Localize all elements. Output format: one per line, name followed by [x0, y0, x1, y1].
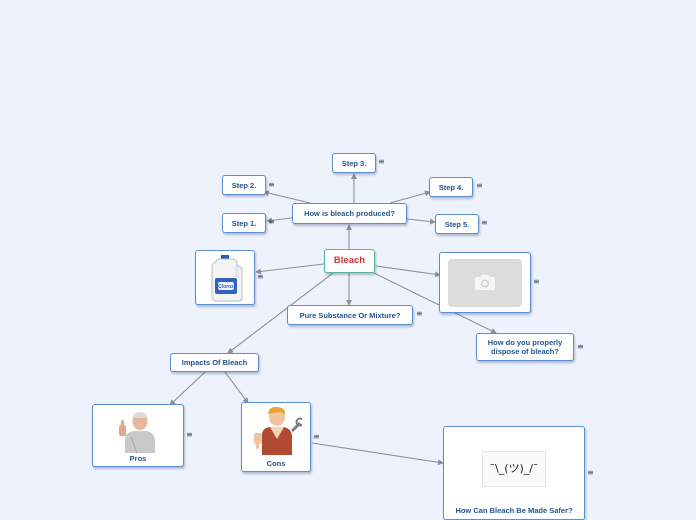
- thumbs-down-mechanic-image: [254, 406, 302, 455]
- note-icon[interactable]: ≡: [587, 468, 594, 477]
- note-icon[interactable]: ≡: [268, 180, 275, 189]
- link-root-bottle: [255, 263, 325, 275]
- topic-bleach-bottle-image[interactable]: Clorox: [195, 250, 255, 305]
- topic-cons[interactable]: Cons: [241, 402, 311, 472]
- topic-pros[interactable]: Pros: [92, 404, 184, 467]
- note-icon[interactable]: ≡: [313, 432, 320, 441]
- topic-pure-or-mixture[interactable]: Pure Substance Or Mixture?: [287, 305, 413, 325]
- note-icon[interactable]: ≡: [577, 342, 584, 351]
- topic-dispose-bleach[interactable]: How do you properly dispose of bleach?: [476, 333, 574, 361]
- note-icon[interactable]: ≡: [257, 272, 264, 281]
- pros-label: Pros: [129, 454, 147, 463]
- shrug-image: ¯\_(ツ)_/¯: [482, 451, 546, 487]
- link-produced-step1: [266, 217, 293, 224]
- note-icon[interactable]: ≡: [186, 430, 193, 439]
- note-icon[interactable]: ≡: [476, 181, 483, 190]
- note-icon[interactable]: ≡: [268, 217, 275, 226]
- note-icon[interactable]: ≡: [378, 157, 385, 166]
- link-root-photo: [375, 265, 441, 278]
- topic-image-placeholder[interactable]: [439, 252, 531, 313]
- topic-how-produced[interactable]: How is bleach produced?: [292, 203, 407, 224]
- note-icon[interactable]: ≡: [533, 277, 540, 286]
- svg-text:Clorox: Clorox: [218, 284, 234, 290]
- topic-impacts[interactable]: Impacts Of Bleach: [170, 353, 259, 372]
- cons-label: Cons: [266, 459, 286, 468]
- link-impacts-pros: [169, 371, 206, 406]
- thumbs-up-man-image: [119, 412, 155, 453]
- central-topic-bleach[interactable]: Bleach: [324, 249, 375, 273]
- topic-step-4[interactable]: Step 4.: [429, 177, 473, 197]
- link-root-impacts: [227, 272, 334, 354]
- link-produced-step2: [263, 190, 311, 204]
- link-root-dispose: [373, 272, 497, 334]
- image-placeholder: [448, 259, 522, 307]
- topic-step-5[interactable]: Step 5.: [435, 214, 479, 234]
- topic-step-2[interactable]: Step 2.: [222, 175, 266, 195]
- link-cons-safer: [311, 442, 444, 466]
- safer-label: How Can Bleach Be Made Safer?: [455, 506, 573, 515]
- topic-step-1[interactable]: Step 1.: [222, 213, 266, 233]
- bleach-bottle-image: Clorox: [211, 255, 243, 302]
- topic-make-safer[interactable]: ¯\_(ツ)_/¯ How Can Bleach Be Made Safer?: [443, 426, 585, 520]
- camera-icon: [475, 275, 495, 290]
- link-impacts-cons: [224, 371, 249, 404]
- note-icon[interactable]: ≡: [481, 218, 488, 227]
- link-produced-step5: [406, 218, 436, 225]
- note-icon[interactable]: ≡: [416, 309, 423, 318]
- link-produced-step4: [389, 190, 431, 204]
- topic-step-3[interactable]: Step 3.: [332, 153, 376, 173]
